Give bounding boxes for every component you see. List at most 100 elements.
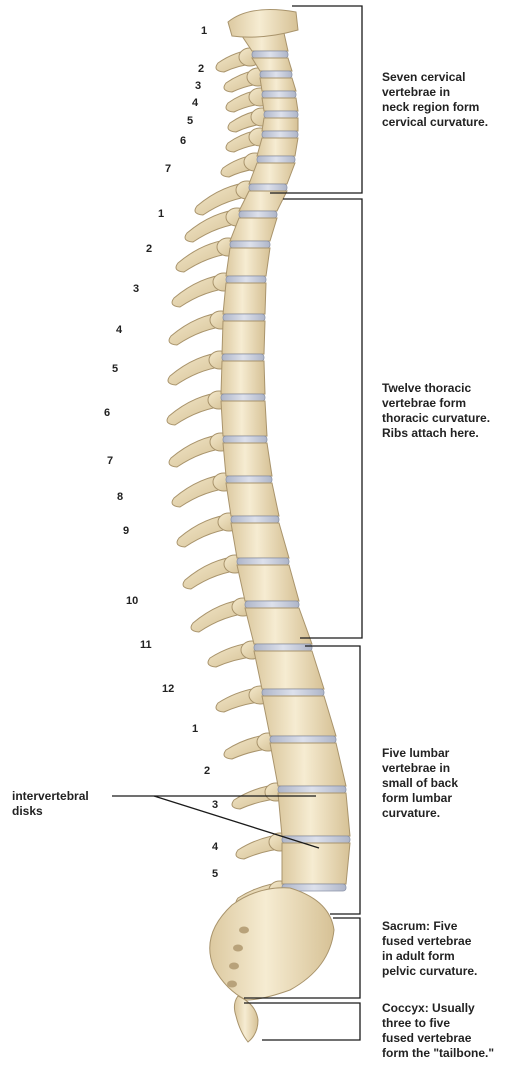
- thoracic-vertebra-number: 4: [116, 324, 123, 336]
- lumbar-vertebra-number: 3: [212, 799, 218, 811]
- thoracic-vertebra-number: 5: [112, 363, 118, 375]
- intervertebral-disk: [223, 314, 265, 321]
- thoracic-description-line: thoracic curvature.: [382, 411, 490, 425]
- vertebral-body: [222, 321, 265, 354]
- region-descriptions: Seven cervical vertebrae in neck region …: [382, 70, 494, 1060]
- coccyx-description-line: form the "tailbone.": [382, 1046, 494, 1060]
- intervertebral-disk: [226, 276, 266, 283]
- cervical-vertebra-number: 2: [198, 63, 204, 75]
- intervertebral-disk: [270, 736, 336, 743]
- coccyx-description-line: three to five: [382, 1016, 450, 1030]
- thoracic-description-line: Twelve thoracic: [382, 381, 471, 395]
- intervertebral-disk: [237, 558, 289, 565]
- lumbar-vertebra-number: 5: [212, 868, 218, 880]
- intervertebral-disk: [278, 786, 346, 793]
- pointer-label-line-2: disks: [12, 804, 43, 818]
- vertebral-body: [223, 283, 266, 314]
- vertebral-body: [231, 523, 289, 558]
- sacrum-description-line: Sacrum: Five: [382, 919, 458, 933]
- vertebral-body: [237, 565, 299, 601]
- thoracic-vertebra-number: 10: [126, 595, 138, 607]
- intervertebral-disk: [249, 184, 287, 191]
- cervical-vertebra-number: 5: [187, 115, 193, 127]
- intervertebral-disk: [262, 689, 324, 696]
- lumbar-description-line: small of back: [382, 776, 458, 790]
- thoracic-vertebra-number: 1: [158, 208, 164, 220]
- vertebral-body: [262, 696, 336, 736]
- sacral-foramen: [229, 963, 239, 970]
- intervertebral-disk: [223, 436, 267, 443]
- cervical-description-line: Seven cervical: [382, 70, 465, 84]
- thoracic-vertebra-number: 6: [104, 407, 110, 419]
- intervertebral-disk: [264, 111, 298, 118]
- intervertebral-disk: [239, 211, 277, 218]
- vertebral-body: [226, 248, 270, 276]
- vertebral-body: [249, 163, 295, 184]
- vertebral-body: [226, 483, 279, 516]
- intervertebral-disk: [262, 131, 298, 138]
- vertebral-body: [223, 443, 272, 476]
- vertebral-column-illustration: [167, 10, 350, 1042]
- thoracic-vertebra-number: 12: [162, 683, 174, 695]
- cervical-vertebra-number: 3: [195, 80, 201, 92]
- vertebral-body: [221, 401, 267, 436]
- thoracic-vertebra-number: 3: [133, 283, 139, 295]
- intervertebral-disk: [231, 516, 279, 523]
- intervertebral-disk: [254, 644, 312, 651]
- sacral-foramen: [239, 927, 249, 934]
- cervical-description-line: vertebrae in: [382, 85, 450, 99]
- intervertebral-disk: [257, 156, 295, 163]
- lumbar-vertebra-number: 4: [212, 841, 219, 853]
- vertebral-body: [221, 361, 265, 394]
- lumbar-vertebra-number: 1: [192, 723, 198, 735]
- thoracic-description: Twelve thoracic vertebrae form thoracic …: [382, 381, 490, 440]
- cervical-description-line: neck region form: [382, 100, 479, 114]
- vertebral-body: [260, 78, 296, 91]
- coccyx-description-line: Coccyx: Usually: [382, 1001, 475, 1015]
- lumbar-vertebra-number: 2: [204, 765, 210, 777]
- thoracic-vertebra-number: 11: [140, 639, 152, 651]
- vertebral-body: [257, 138, 298, 156]
- intervertebral-disk: [230, 241, 270, 248]
- lumbar-description-line: vertebrae in: [382, 761, 450, 775]
- sacrum-description: Sacrum: Five fused vertebrae in adult fo…: [382, 919, 477, 978]
- cervical-description: Seven cervical vertebrae in neck region …: [382, 70, 488, 129]
- vertebral-body: [254, 651, 324, 689]
- vertebral-body: [262, 98, 298, 111]
- intervertebral-disk: [221, 394, 265, 401]
- sacrum-description-line: fused vertebrae: [382, 934, 472, 948]
- intervertebral-disk: [260, 71, 292, 78]
- thoracic-vertebra-number: 8: [117, 491, 123, 503]
- lumbar-description-line: form lumbar: [382, 791, 452, 805]
- thoracic-description-line: Ribs attach here.: [382, 426, 479, 440]
- coccyx-bracket: [244, 1003, 360, 1040]
- lumbar-description-line: curvature.: [382, 806, 440, 820]
- atlas-vertebra: [228, 10, 298, 38]
- cervical-vertebra-number: 6: [180, 135, 186, 147]
- thoracic-vertebra-number: 7: [107, 455, 113, 467]
- cervical-vertebra-number: 1: [201, 25, 207, 37]
- vertebral-body: [282, 843, 350, 884]
- sacrum-description-line: in adult form: [382, 949, 455, 963]
- vertebral-body: [262, 118, 298, 131]
- cervical-description-line: cervical curvature.: [382, 115, 488, 129]
- lumbar-description: Five lumbar vertebrae in small of back f…: [382, 746, 458, 820]
- vertebral-body: [278, 793, 350, 836]
- lumbar-description-line: Five lumbar: [382, 746, 450, 760]
- cervical-vertebra-number: 7: [165, 163, 171, 175]
- pointer-label-line-1: intervertebral: [12, 789, 89, 803]
- sacral-foramen: [233, 945, 243, 952]
- intervertebral-disk: [262, 91, 296, 98]
- intervertebral-disk: [252, 51, 288, 58]
- intervertebral-disk: [245, 601, 299, 608]
- coccyx-description-line: fused vertebrae: [382, 1031, 472, 1045]
- cervical-vertebra-number: 4: [192, 97, 199, 109]
- vertebral-body: [270, 743, 346, 786]
- intervertebral-disk: [226, 476, 272, 483]
- thoracic-vertebra-number: 9: [123, 525, 129, 537]
- sacral-foramen: [227, 981, 237, 988]
- intervertebral-disk: [222, 354, 264, 361]
- sacrum-description-line: pelvic curvature.: [382, 964, 477, 978]
- thoracic-description-line: vertebrae form: [382, 396, 466, 410]
